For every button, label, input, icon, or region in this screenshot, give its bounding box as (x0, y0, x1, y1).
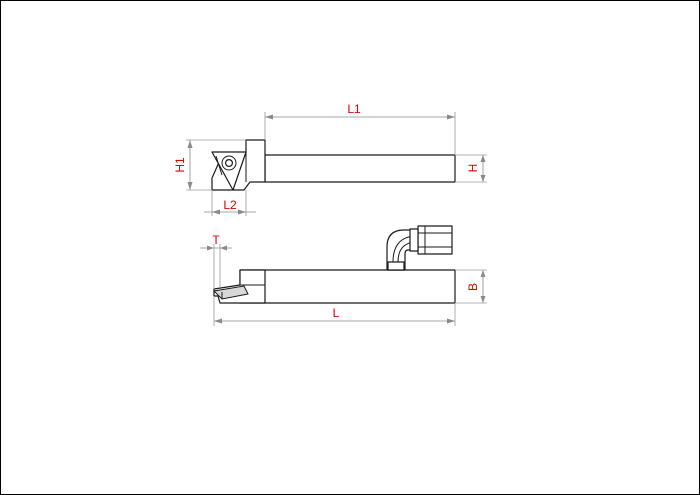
label-b: B (466, 283, 480, 291)
dim-t: T (200, 233, 232, 289)
arrow-h-top (480, 155, 486, 162)
elbow-base (387, 261, 405, 271)
arrow-t-right (220, 245, 227, 251)
insert-triangle (211, 151, 247, 191)
fitting-collar (409, 228, 419, 252)
dim-l2: L2 (204, 190, 256, 216)
dim-l1: L1 (264, 102, 456, 155)
label-l: L (333, 306, 340, 320)
arrow-h1-top (187, 140, 193, 148)
arrow-b-top (480, 270, 486, 277)
dim-h: H (455, 154, 487, 183)
label-l2: L2 (223, 198, 237, 212)
dim-h1: H1 (173, 139, 246, 191)
arrow-l-left (214, 318, 222, 324)
insert-hole-outer (221, 155, 237, 171)
arrow-l2-left (212, 209, 220, 215)
arrow-h1-bottom (187, 182, 193, 190)
arrow-l1-left (265, 114, 273, 120)
arrow-l-right (447, 318, 455, 324)
label-l1: L1 (347, 102, 361, 116)
top-shank (264, 154, 456, 183)
arrow-b-bottom (480, 296, 486, 303)
arrow-t-left (207, 245, 214, 251)
arrow-l1-right (447, 114, 455, 120)
bottom-view (212, 225, 456, 304)
insert-edge (215, 155, 223, 176)
insert-screw (225, 159, 234, 168)
label-t: T (212, 233, 220, 247)
hex-nut (417, 225, 453, 255)
bottom-shank (239, 269, 456, 304)
label-h: H (466, 164, 480, 173)
dim-b: B (455, 269, 487, 304)
top-view (211, 139, 456, 191)
arrow-l2-right (238, 209, 246, 215)
dim-l: L (213, 296, 456, 326)
arrow-h-bottom (480, 175, 486, 182)
label-h1: H1 (173, 157, 187, 173)
